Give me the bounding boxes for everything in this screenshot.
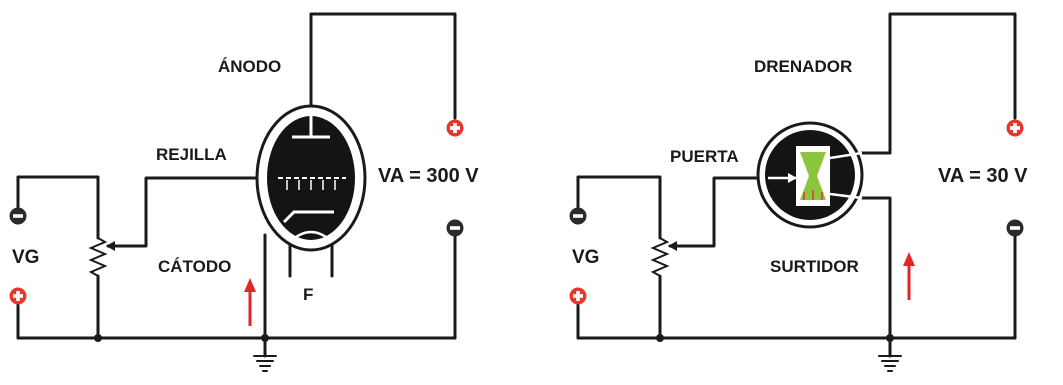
supply-voltage-label: VA = 300 V [378,165,479,187]
grid-label: REJILLA [156,145,227,164]
supply-positive-icon [446,119,464,137]
ground-icon [252,336,278,373]
filament-label: F [303,285,313,304]
gate-label: PUERTA [670,147,739,166]
grid-wire [106,176,264,248]
bias-voltage-label: VG [12,247,39,268]
source-wire [860,196,892,340]
fet-supply-positive-icon [1006,119,1024,137]
bias-top-wire [16,175,100,240]
tube-circuit: ÁNODO REJILLA CÁTODO F VA = 300 V VG [9,12,479,373]
fet-ground-icon [877,336,903,373]
fet-bias-positive-icon [569,287,587,305]
gate-wire [668,176,770,248]
drain-wire [860,12,1017,155]
source-label: SURTIDOR [770,257,859,276]
cathode-label: CÁTODO [158,257,231,276]
fet-bias-voltage-label: VG [572,247,599,268]
potentiometer-icon [90,237,106,277]
bias-negative-icon [9,207,27,225]
supply-negative-icon [446,219,464,237]
fet-supply-voltage-label: VA = 30 V [938,165,1028,187]
current-arrow-icon [242,276,258,328]
bias-positive-icon [9,287,27,305]
fet-circuit: DRENADOR PUERTA SURTIDOR VA = 30 V VG [569,12,1028,373]
fet-bias-negative-icon [569,207,587,225]
drain-label: DRENADOR [754,57,852,76]
fet-potentiometer-icon [652,237,668,277]
fet-bias-top-wire [576,175,662,240]
anode-wire [309,12,457,120]
fet-supply-negative-icon [1006,219,1024,237]
anode-label: ÁNODO [218,57,281,76]
fet-current-arrow-icon [901,250,917,302]
